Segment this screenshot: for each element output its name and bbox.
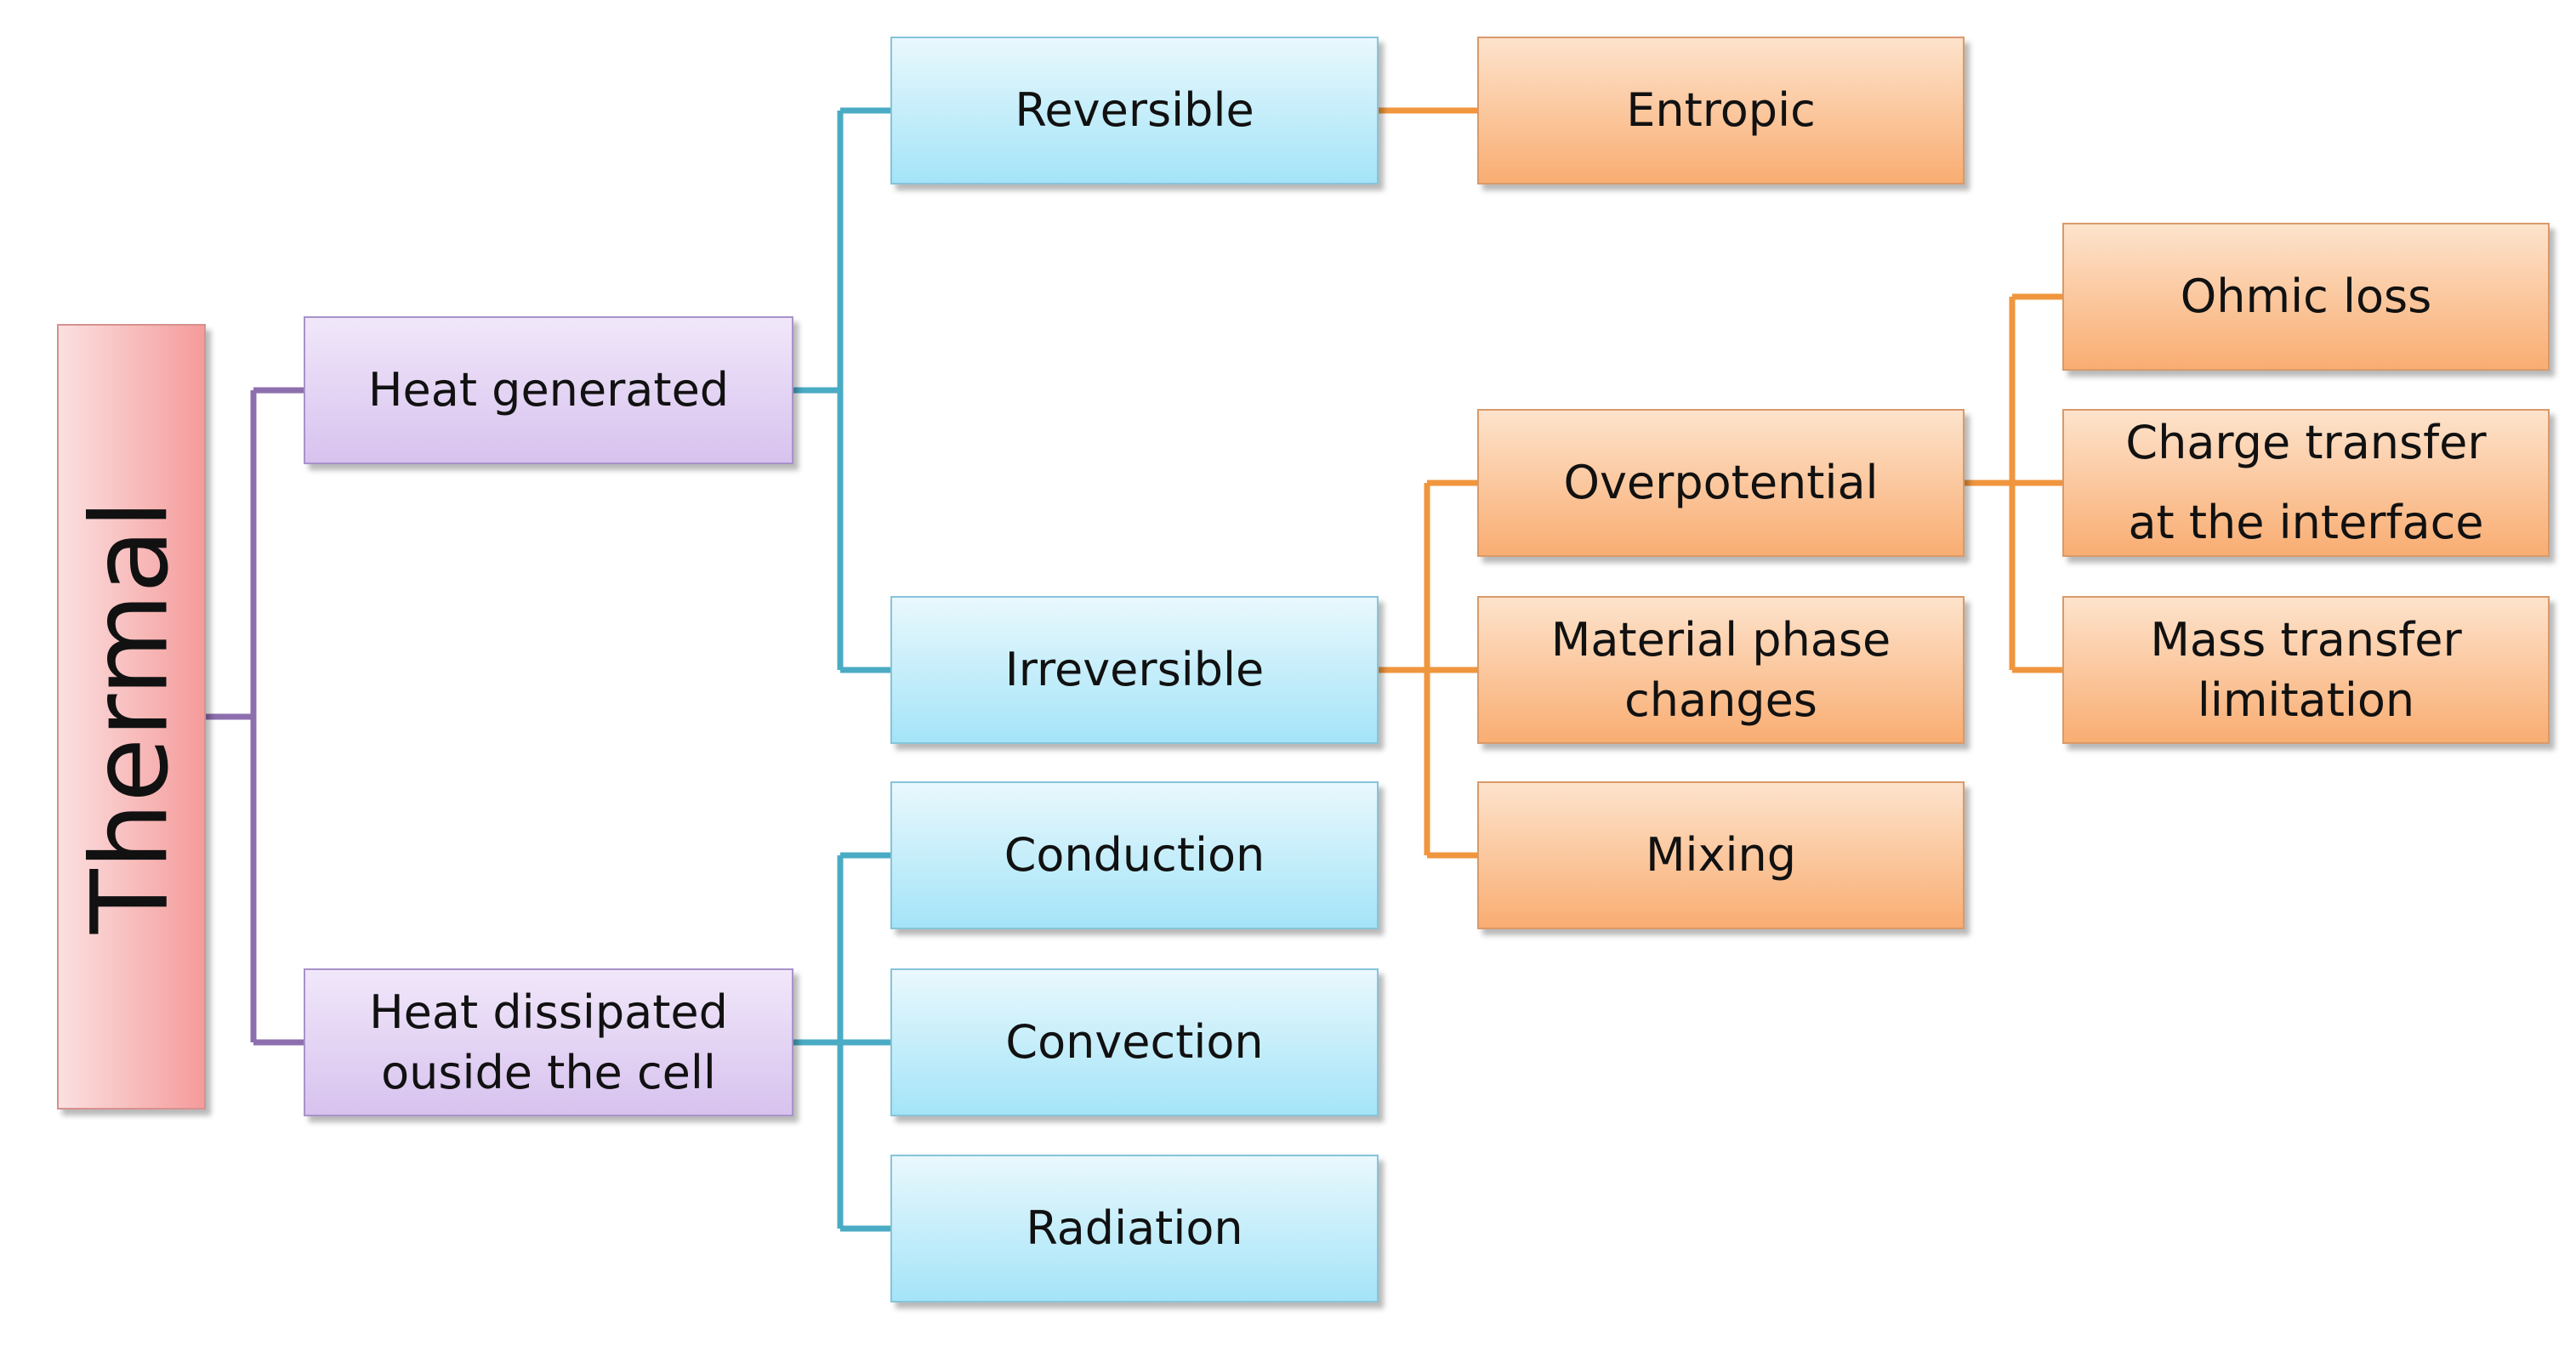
charge-transfer-label: Charge transfer at the interface	[2125, 403, 2486, 564]
mass-transfer-label: Mass transfer limitation	[2150, 610, 2461, 731]
mass-transfer-line1: Mass transfer	[2150, 612, 2462, 667]
convection-node: Convection	[890, 968, 1379, 1116]
connector-overpotential	[1965, 293, 2062, 673]
irreversible-node: Irreversible	[890, 596, 1379, 744]
heat-dissipated-line1: Heat dissipated	[369, 985, 728, 1039]
mixing-node: Mixing	[1477, 781, 1965, 929]
overpotential-node: Overpotential	[1477, 409, 1965, 557]
ohmic-loss-label: Ohmic loss	[2180, 270, 2432, 324]
thermal-node: Thermal	[57, 324, 206, 1110]
convection-label: Convection	[1005, 1015, 1264, 1070]
connector-heat-generated	[793, 107, 890, 673]
heat-dissipated-label: Heat dissipated ouside the cell	[369, 982, 728, 1104]
reversible-label: Reversible	[1015, 83, 1254, 138]
mass-transfer-line2: limitation	[2197, 673, 2415, 727]
reversible-node: Reversible	[890, 37, 1379, 184]
charge-transfer-line1: Charge transfer	[2125, 415, 2487, 469]
overpotential-label: Overpotential	[1563, 456, 1879, 510]
heat-generated-label: Heat generated	[367, 363, 730, 417]
connector-thermal	[206, 387, 304, 1046]
connector-heat-dissipated	[793, 852, 890, 1232]
material-phase-line1: Material phase	[1550, 612, 1891, 667]
radiation-label: Radiation	[1026, 1201, 1243, 1256]
material-phase-line2: changes	[1624, 673, 1817, 727]
irreversible-label: Irreversible	[1004, 643, 1265, 697]
material-phase-node: Material phase changes	[1477, 596, 1965, 744]
charge-transfer-line2: at the interface	[2128, 496, 2484, 549]
connector-irreversible	[1379, 480, 1477, 859]
conduction-label: Conduction	[1004, 828, 1265, 883]
entropic-node: Entropic	[1477, 37, 1965, 184]
mixing-label: Mixing	[1645, 828, 1797, 883]
material-phase-label: Material phase changes	[1551, 610, 1891, 731]
conduction-node: Conduction	[890, 781, 1379, 929]
heat-dissipated-node: Heat dissipated ouside the cell	[304, 968, 793, 1116]
mass-transfer-node: Mass transfer limitation	[2062, 596, 2550, 744]
heat-generated-node: Heat generated	[304, 316, 793, 464]
charge-transfer-node: Charge transfer at the interface	[2062, 409, 2550, 557]
ohmic-loss-node: Ohmic loss	[2062, 223, 2550, 371]
heat-dissipated-line2: ouside the cell	[381, 1046, 716, 1099]
entropic-label: Entropic	[1626, 83, 1816, 138]
thermal-label: Thermal	[69, 499, 192, 934]
radiation-node: Radiation	[890, 1155, 1379, 1303]
